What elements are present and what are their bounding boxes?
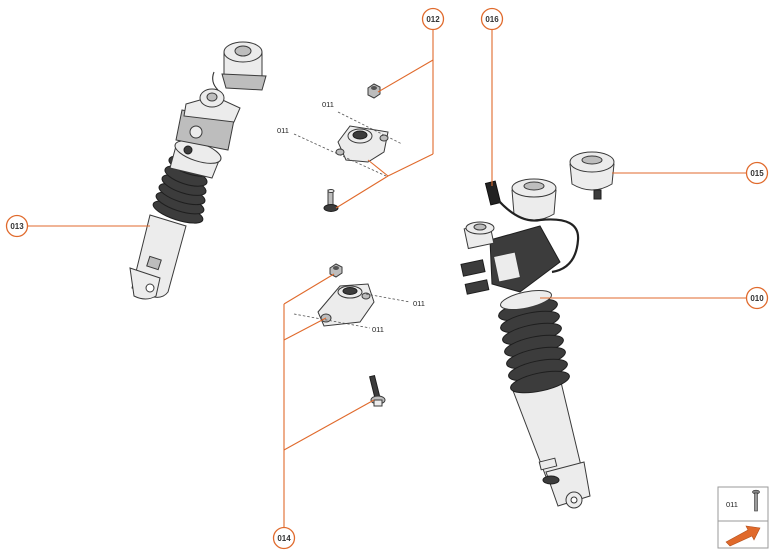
label-011-top-upper: 011 — [322, 100, 334, 109]
callout-013[interactable]: 013 — [5, 214, 29, 238]
callout-014-label: 014 — [277, 534, 291, 543]
label-011-lower-lower: 011 — [372, 325, 384, 334]
nut-012 — [367, 83, 381, 99]
callout-015[interactable]: 015 — [745, 161, 769, 185]
bracket-014 — [317, 283, 375, 327]
label-011-top-left: 011 — [277, 126, 289, 135]
bolt-014 — [369, 374, 386, 407]
callout-012-label: 012 — [426, 15, 440, 24]
callout-016[interactable]: 016 — [480, 7, 504, 31]
callout-010-label: 010 — [750, 294, 764, 303]
callout-015-label: 015 — [750, 169, 764, 178]
lower-mount-014[interactable] — [293, 263, 411, 407]
shock-absorber-010[interactable] — [460, 178, 591, 509]
callout-013-label: 013 — [10, 222, 24, 231]
legend-direction-box — [717, 520, 769, 549]
bellows-010 — [498, 298, 570, 394]
bolt-icon — [752, 489, 760, 512]
callout-012[interactable]: 012 — [421, 7, 445, 31]
nut-014 — [329, 263, 343, 278]
bolt-012 — [323, 189, 339, 212]
legend-item-label: 011 — [726, 500, 738, 509]
shock-absorber-013[interactable] — [129, 41, 267, 300]
accumulator-015[interactable] — [569, 151, 615, 200]
callout-010[interactable]: 010 — [745, 286, 769, 310]
top-mount-012[interactable] — [293, 83, 403, 212]
callout-014[interactable]: 014 — [272, 526, 296, 550]
bellows-013 — [152, 155, 212, 224]
bracket-012 — [335, 125, 389, 163]
forward-arrow-icon — [725, 525, 761, 547]
label-011-lower-right: 011 — [413, 299, 425, 308]
leader-lines — [28, 30, 746, 528]
callout-016-label: 016 — [485, 15, 499, 24]
legend: 011 — [717, 486, 769, 549]
